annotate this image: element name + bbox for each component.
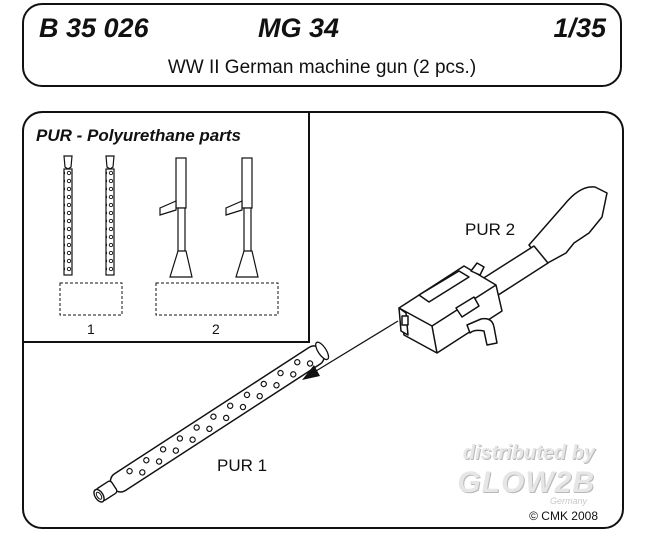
barrel-part-b bbox=[105, 155, 115, 276]
gun-part-b bbox=[225, 157, 259, 278]
watermark-logo: GLOW2B bbox=[457, 466, 595, 499]
product-code: B 35 026 bbox=[39, 13, 149, 43]
assembly-arrow bbox=[315, 320, 399, 372]
barrel-part-a bbox=[63, 155, 73, 276]
label-pur1: PUR 1 bbox=[217, 456, 268, 475]
watermark-logo-sub: Germany bbox=[549, 496, 587, 506]
gun-part-a bbox=[159, 157, 193, 278]
instruction-panel: PUR - Polyurethane parts 1 2 PUR 2 PUR 1… bbox=[22, 111, 624, 529]
scale-label: 1/35 bbox=[553, 13, 606, 43]
assembly-drawing bbox=[59, 155, 608, 503]
part-number-2: 2 bbox=[212, 321, 220, 337]
part-2-bag bbox=[155, 282, 279, 316]
model-name: MG 34 bbox=[258, 13, 340, 43]
copyright: © CMK 2008 bbox=[529, 509, 598, 523]
part-1-drawings bbox=[59, 155, 279, 316]
gun-body-pur2 bbox=[398, 186, 608, 354]
arrow-head bbox=[302, 365, 320, 380]
header-box: B 35 026 MG 34 1/35 WW II German machine… bbox=[22, 3, 622, 87]
label-pur2: PUR 2 bbox=[465, 220, 516, 239]
parts-panel: PUR - Polyurethane parts 1 2 bbox=[24, 113, 310, 343]
barrel-jacket-pur1 bbox=[93, 341, 330, 503]
part-number-1: 1 bbox=[87, 321, 95, 337]
part-1-bag bbox=[59, 282, 123, 316]
parts-panel-title: PUR - Polyurethane parts bbox=[36, 126, 241, 145]
product-subtitle: WW II German machine gun (2 pcs.) bbox=[167, 57, 477, 78]
watermark-distributed: distributed by bbox=[462, 442, 595, 464]
